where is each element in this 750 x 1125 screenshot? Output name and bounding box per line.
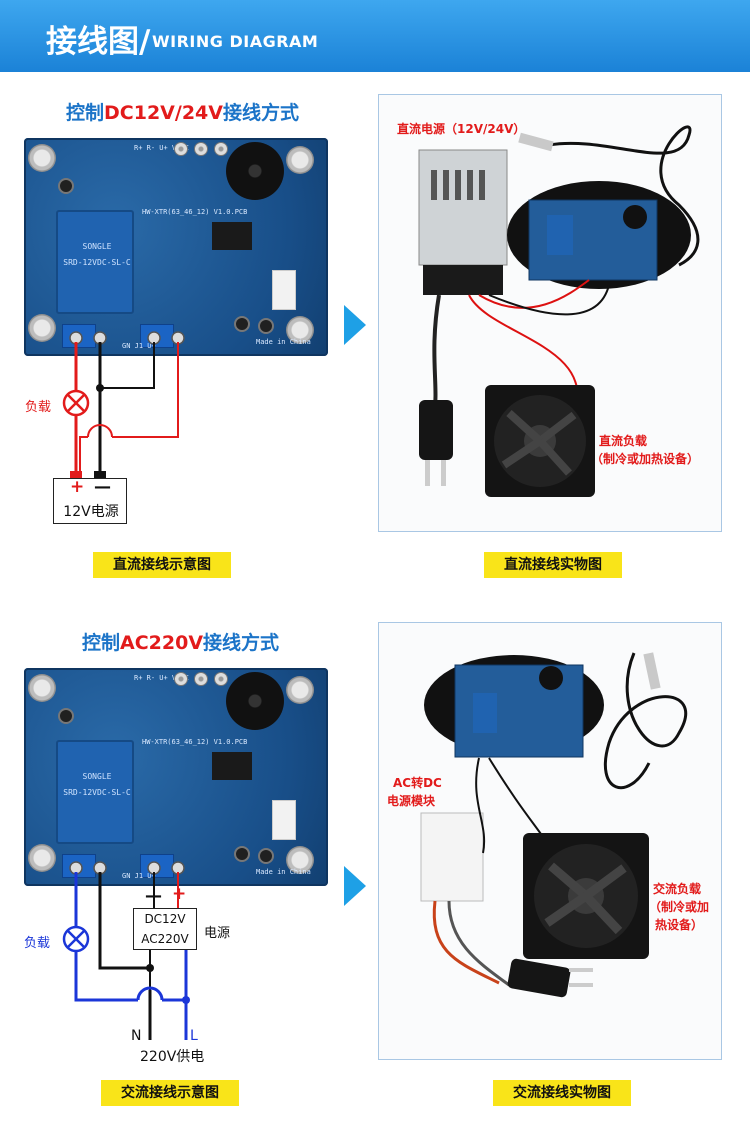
dc-load-icon — [62, 389, 90, 417]
header-title: 接线图/ — [46, 24, 151, 60]
sensor-connector — [272, 270, 296, 310]
ac-arrow-icon — [344, 866, 366, 906]
ac-photo-caption: 交流接线实物图 — [493, 1080, 631, 1106]
chip-icon — [212, 752, 252, 780]
relay-icon: SONGLE SRD-12VDC-SL-C — [56, 740, 134, 844]
relay-icon: SONGLE SRD-12VDC-SL-C — [56, 210, 134, 314]
ac-section-title: 控制AC220V接线方式 — [82, 632, 280, 654]
dc-wiring-photo: 直流电源（12V/24V） 直流负载 （制冷或加热设备） — [378, 94, 722, 532]
dc-power-supply-box: + — 12V电源 — [53, 477, 127, 524]
ac-supply-label: 220V供电 — [140, 1049, 205, 1065]
header-subtitle: WIRING DIAGRAM — [152, 32, 319, 51]
ac-load-icon — [62, 925, 90, 953]
ac-diagram-caption: 交流接线示意图 — [101, 1080, 239, 1106]
buzzer-icon — [226, 672, 284, 730]
ac-power-module-box: DC12V AC220V — [133, 908, 197, 950]
ac-controller-board: R+ R- U+ VP C SONGLE SRD-12VDC-SL-C HW-X… — [24, 668, 328, 886]
ac-load-label: 负载 — [24, 936, 51, 951]
buzzer-icon — [226, 142, 284, 200]
dc-photo-caption: 直流接线实物图 — [484, 552, 622, 578]
dc-diagram-caption: 直流接线示意图 — [93, 552, 231, 578]
ac-box-side-label: 电源 — [204, 926, 231, 941]
page-header: 接线图/ WIRING DIAGRAM — [0, 0, 750, 72]
chip-icon — [212, 222, 252, 250]
dc-section-title: 控制DC12V/24V接线方式 — [66, 102, 299, 124]
ac-wiring-photo: AC转DC 电源模块 交流负载 （制冷或加 热设备） — [378, 622, 722, 1060]
dc-load-label: 负载 — [25, 400, 52, 415]
dc-arrow-icon — [344, 305, 366, 345]
sensor-connector — [272, 800, 296, 840]
dc-controller-board: R+ R- U+ VP C SONGLE SRD-12VDC-SL-C HW-X… — [24, 138, 328, 356]
